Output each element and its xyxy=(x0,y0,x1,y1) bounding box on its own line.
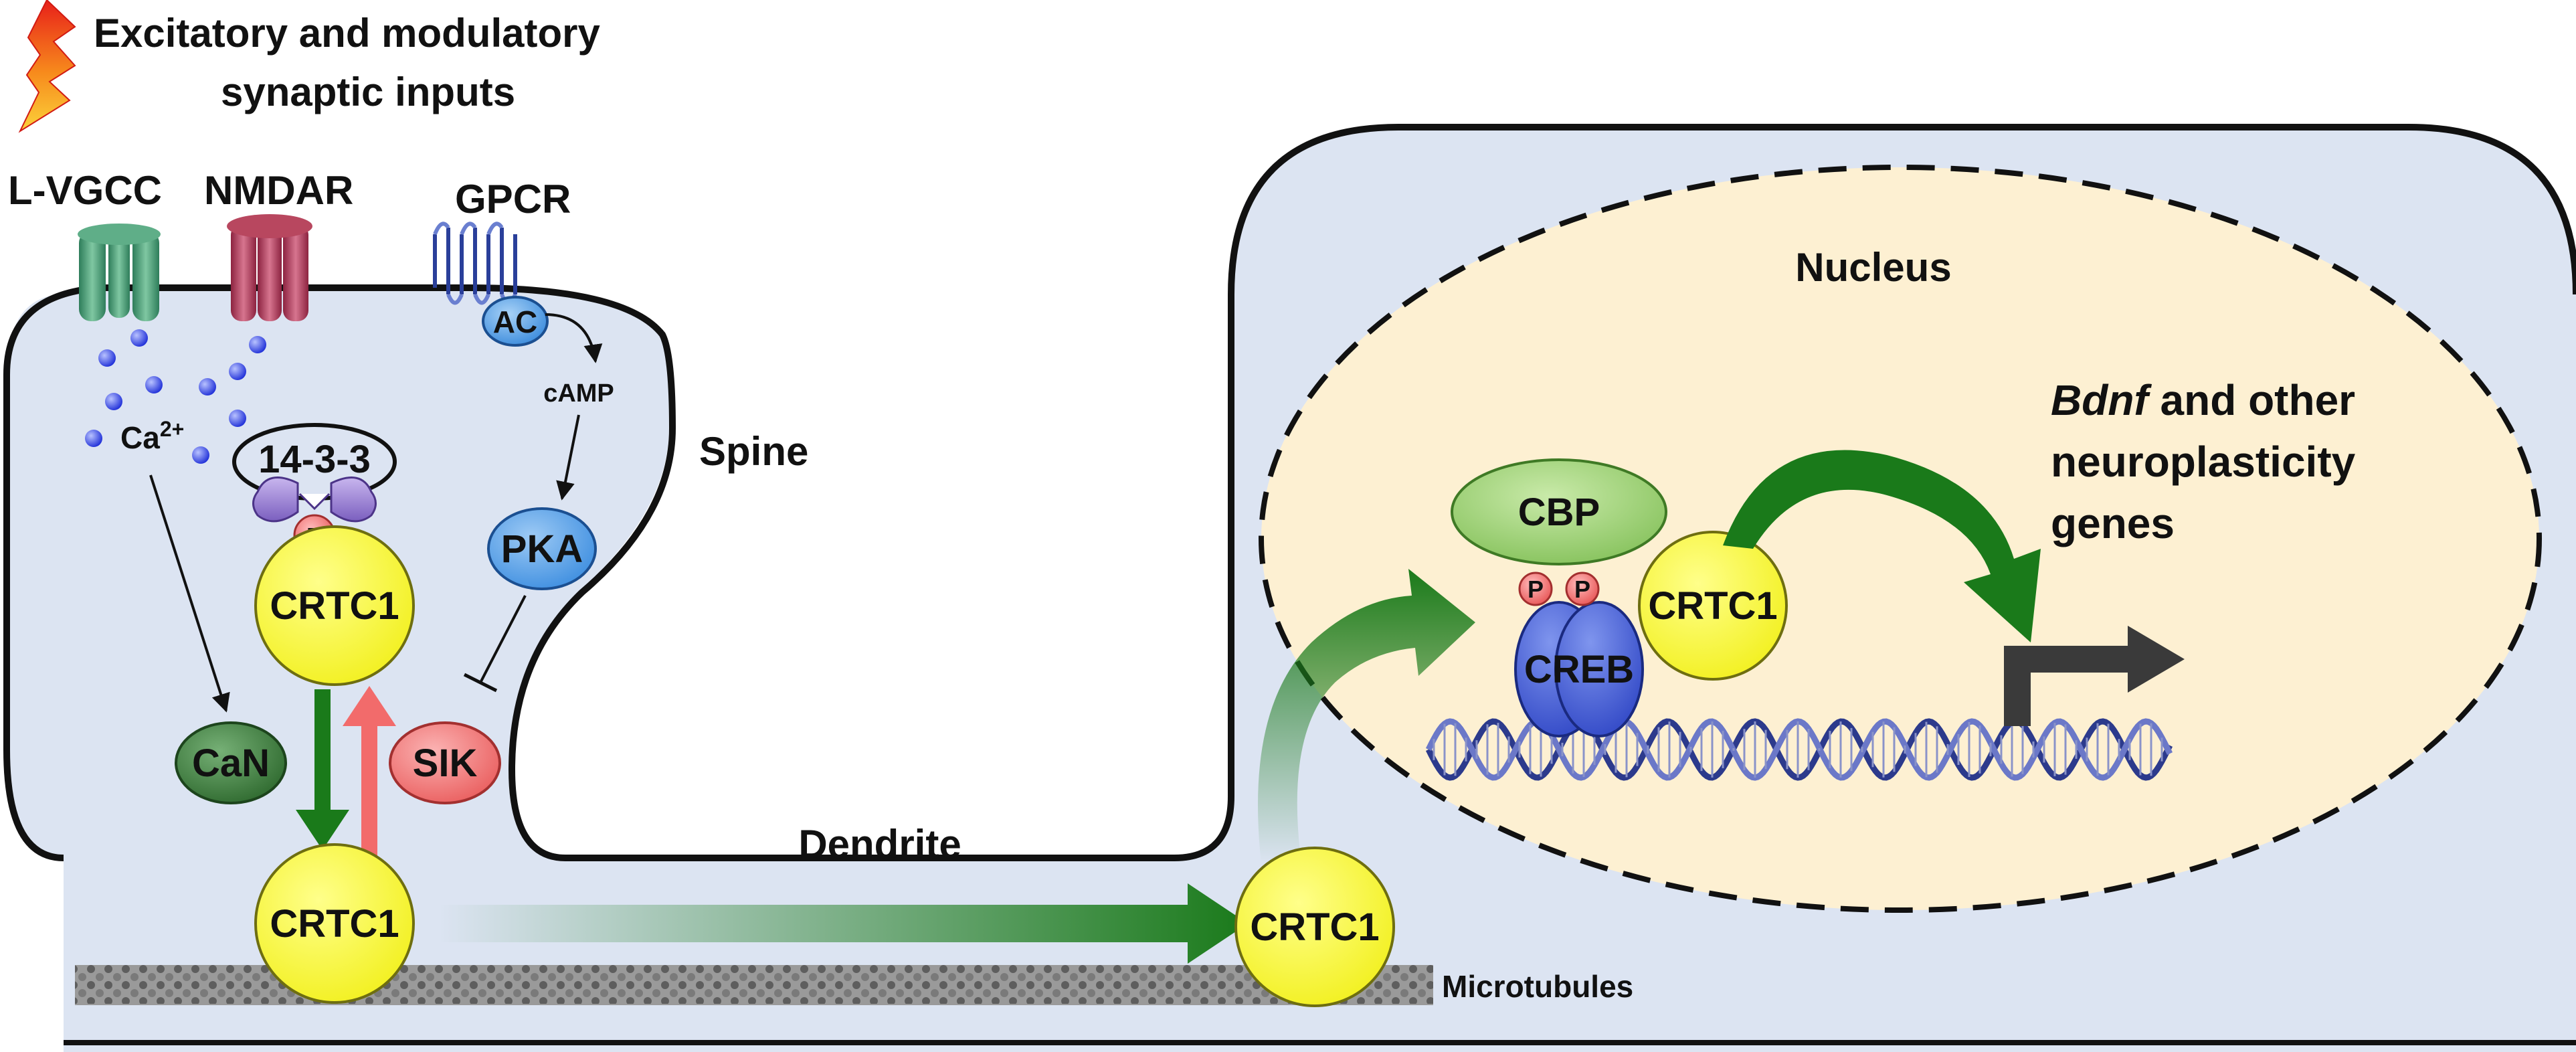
label-microtubules: Microtubules xyxy=(1442,969,1633,1004)
sik-kinase xyxy=(389,721,501,804)
protein-14-3-3-cleft xyxy=(298,493,331,511)
crtc1-nucleus xyxy=(1638,531,1788,681)
label-crtc1-transit: CRTC1 xyxy=(1250,905,1379,949)
label-lvgcc: L-VGCC xyxy=(8,168,162,213)
label-dendrite: Dendrite xyxy=(798,822,961,867)
label-camp: cAMP xyxy=(543,379,614,408)
label-nmdar: NMDAR xyxy=(204,168,353,213)
label-genes-line-3: genes xyxy=(2051,499,2175,547)
transport-arrow xyxy=(438,883,1248,964)
label-genes: Bdnf and other xyxy=(2051,376,2355,424)
label-phospho-creb-right: P xyxy=(1574,576,1590,603)
creb-monomer-right xyxy=(1554,601,1644,737)
neuron-membrane xyxy=(3,124,2576,861)
pka-enzyme xyxy=(487,507,597,590)
crtc1-spine xyxy=(254,525,415,686)
lvgcc-channel-icon xyxy=(78,224,161,321)
crtc1-transit xyxy=(1234,847,1395,1007)
transcription-activation-arrow xyxy=(1723,450,2041,642)
header-line-2: synaptic inputs xyxy=(221,70,515,114)
dna-helix-icon xyxy=(1425,718,2173,781)
crtc1-dendrite xyxy=(254,843,415,1004)
nuclear-import-arrow xyxy=(1258,569,1475,863)
spine-body xyxy=(7,288,1174,858)
calcium-to-can-arrow xyxy=(149,474,230,713)
inhibition-bar xyxy=(463,673,498,693)
label-ac: AC xyxy=(493,304,537,339)
gene-promoter-arrow xyxy=(2004,626,2185,726)
label-can: CaN xyxy=(192,741,270,785)
label-gpcr: GPCR xyxy=(455,177,571,222)
nmdar-channel-icon xyxy=(227,214,312,321)
phospho-site-creb-right xyxy=(1565,572,1600,606)
can-phosphatase xyxy=(175,721,287,804)
camp-to-pka-arrow xyxy=(556,414,580,501)
label-genes-line-2: neuroplasticity xyxy=(2051,438,2356,486)
ac-enzyme xyxy=(482,296,549,347)
calcium-ions xyxy=(85,329,266,464)
protein-14-3-3-lobes xyxy=(252,476,377,523)
phosphorylation-arrow xyxy=(343,686,396,900)
label-crtc1-dendrite: CRTC1 xyxy=(270,902,399,946)
pka-inhibits-sik xyxy=(479,595,527,683)
label-calcium: Ca2+ xyxy=(120,417,184,455)
label-phospho-creb-left: P xyxy=(1528,576,1544,603)
ac-to-camp-arrow xyxy=(545,313,603,363)
label-spine: Spine xyxy=(699,429,808,474)
label-pka: PKA xyxy=(501,527,583,571)
label-sik: SIK xyxy=(413,741,478,785)
label-14-3-3: 14-3-3 xyxy=(258,438,371,481)
header-line-1: Excitatory and modulatory xyxy=(94,11,600,56)
cbp-coactivator xyxy=(1451,458,1667,565)
lightning-bolt-icon xyxy=(18,0,76,133)
label-nucleus: Nucleus xyxy=(1795,245,1951,290)
gpcr-receptor-icon xyxy=(433,222,517,305)
dephosphorylation-arrow xyxy=(296,689,349,850)
label-creb: CREB xyxy=(1524,648,1634,691)
phospho-site-creb-left xyxy=(1518,572,1553,606)
label-crtc1-spine: CRTC1 xyxy=(270,584,399,628)
label-cbp: CBP xyxy=(1518,491,1600,534)
label-crtc1-nucleus: CRTC1 xyxy=(1648,584,1777,628)
